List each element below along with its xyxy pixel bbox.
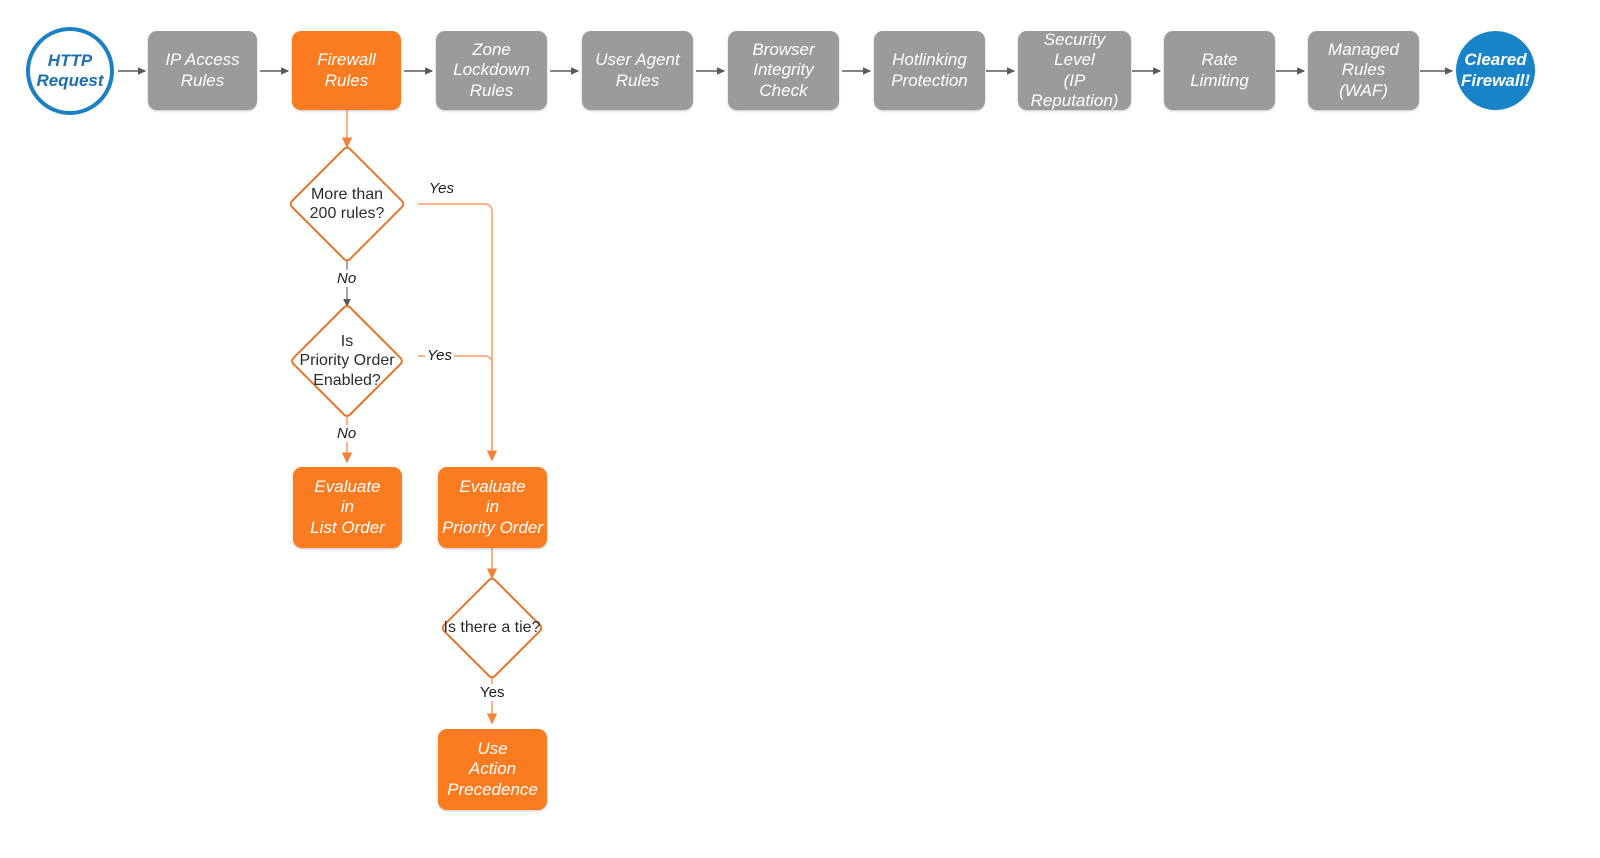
decision-is-there-a-tie[interactable]: Is there a tie? — [424, 575, 560, 681]
node-ip-access-rules[interactable]: IP Access Rules — [148, 31, 257, 110]
node-managed-rules-waf[interactable]: Managed Rules (WAF) — [1308, 31, 1419, 110]
node-evaluate-in-priority-order[interactable]: Evaluate in Priority Order — [438, 467, 547, 548]
node-browser-integrity-check[interactable]: Browser Integrity Check — [728, 31, 839, 110]
node-cleared-firewall[interactable]: Cleared Firewall! — [1456, 31, 1535, 110]
edge-label-no-200: No — [335, 270, 359, 287]
decision-is-priority-order-enabled[interactable]: Is Priority Order Enabled? — [277, 303, 417, 419]
node-http-request[interactable]: HTTP Request — [26, 27, 114, 115]
decision-label: Is there a tie? — [443, 619, 541, 637]
node-firewall-rules[interactable]: Firewall Rules — [292, 31, 401, 110]
edge-label-yes-tie: Yes — [478, 684, 507, 701]
decision-label: More than 200 rules? — [309, 185, 385, 222]
node-evaluate-in-list-order[interactable]: Evaluate in List Order — [293, 467, 402, 548]
node-user-agent-rules[interactable]: User Agent Rules — [582, 31, 693, 110]
decision-label: Is Priority Order Enabled? — [299, 333, 395, 389]
node-rate-limiting[interactable]: Rate Limiting — [1164, 31, 1275, 110]
node-zone-lockdown-rules[interactable]: Zone Lockdown Rules — [436, 31, 547, 110]
edge-d2-yes-to-priority — [418, 355, 493, 450]
node-use-action-precedence[interactable]: Use Action Precedence — [438, 729, 547, 810]
node-hotlinking-protection[interactable]: Hotlinking Protection — [874, 31, 985, 110]
node-security-level[interactable]: Security Level (IP Reputation) — [1018, 30, 1131, 110]
edge-label-no-priority: No — [335, 425, 359, 442]
edge-label-yes-200: Yes — [427, 180, 457, 197]
decision-more-than-200-rules[interactable]: More than 200 rules? — [277, 144, 417, 264]
edge-label-yes-priority: Yes — [425, 347, 455, 364]
edge-d1-yes-to-priority — [418, 203, 498, 462]
